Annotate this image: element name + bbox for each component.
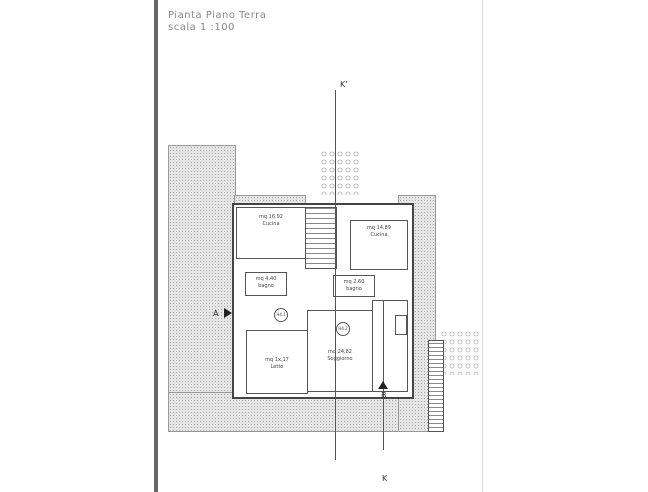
room-area: mq 14,89 — [367, 225, 391, 231]
room-living-annex — [372, 300, 408, 392]
section-a: A — [213, 309, 219, 318]
section-a-arrow-icon — [224, 308, 232, 318]
tree-icon — [320, 150, 360, 195]
room-area: mq 2,60 — [343, 279, 365, 285]
garden-left — [168, 145, 236, 432]
staircase — [305, 207, 337, 269]
title-line: Pianta Piano Terra — [168, 10, 267, 21]
marker-h2: H4.2 — [336, 322, 350, 336]
page-edge — [154, 0, 158, 492]
section-k-bottom: K — [382, 474, 388, 483]
section-line-k — [335, 90, 336, 460]
scale-line: scala 1 :100 — [168, 22, 235, 33]
room-area: mq 16,92 — [259, 214, 283, 220]
room-name: Cucina — [370, 232, 388, 238]
shrub-icon — [440, 330, 480, 375]
fireplace — [395, 315, 407, 335]
exterior-steps — [428, 340, 444, 432]
section-line-b — [383, 300, 384, 450]
room-area: mq 1x,17 — [265, 357, 289, 363]
room-name: bagno — [258, 283, 274, 289]
room-name: Soggiorno — [327, 356, 353, 362]
section-b-arrow-icon — [378, 381, 388, 389]
room-area: mq 4,40 — [255, 276, 277, 282]
room-name: Letto — [270, 364, 284, 370]
room-name: Cucina — [262, 221, 280, 227]
section-b: B — [381, 391, 387, 400]
room-name: bagno — [346, 286, 362, 292]
page-right-edge — [482, 0, 483, 492]
marker-h1: H4.1 — [274, 308, 288, 322]
section-k-top: K' — [340, 80, 348, 89]
room-area: mq 24,82 — [328, 349, 352, 355]
drawing-title: Pianta Piano Terra scala 1 :100 — [168, 10, 266, 34]
